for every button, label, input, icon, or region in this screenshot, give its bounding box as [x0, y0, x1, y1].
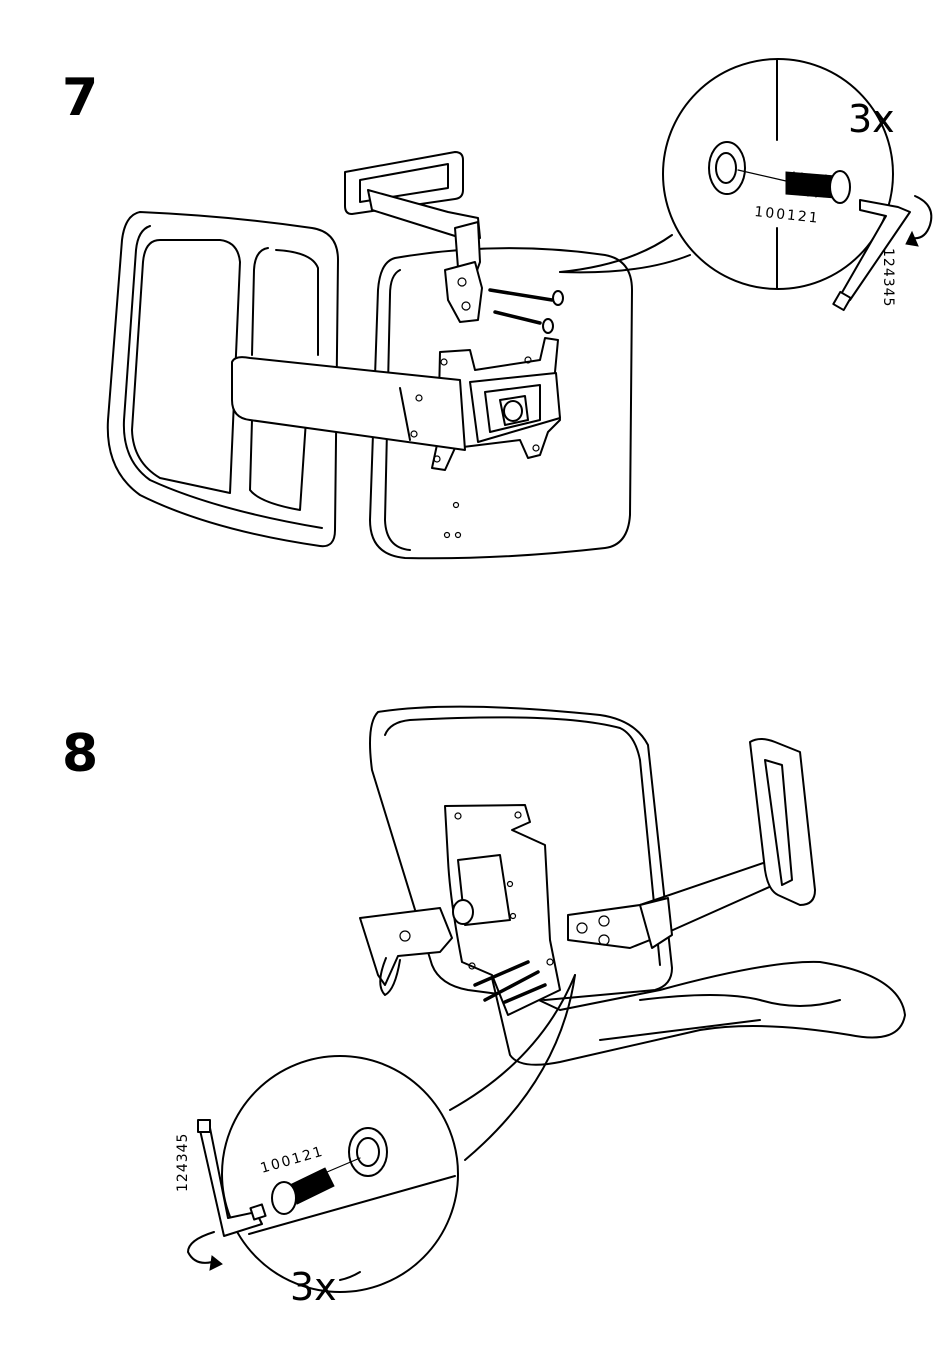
- key-part-number-8: 124345: [175, 1133, 191, 1192]
- left-bracket-8: [360, 908, 452, 995]
- washer-icon: [709, 142, 745, 194]
- quantity-label-8: 3x: [290, 1265, 337, 1309]
- step-8-illustration: [188, 707, 905, 1292]
- key-part-number-7: 124345: [880, 248, 896, 307]
- quantity-label-7: 3x: [848, 97, 895, 141]
- washer-icon: [349, 1128, 387, 1176]
- step-7-illustration: [108, 59, 932, 558]
